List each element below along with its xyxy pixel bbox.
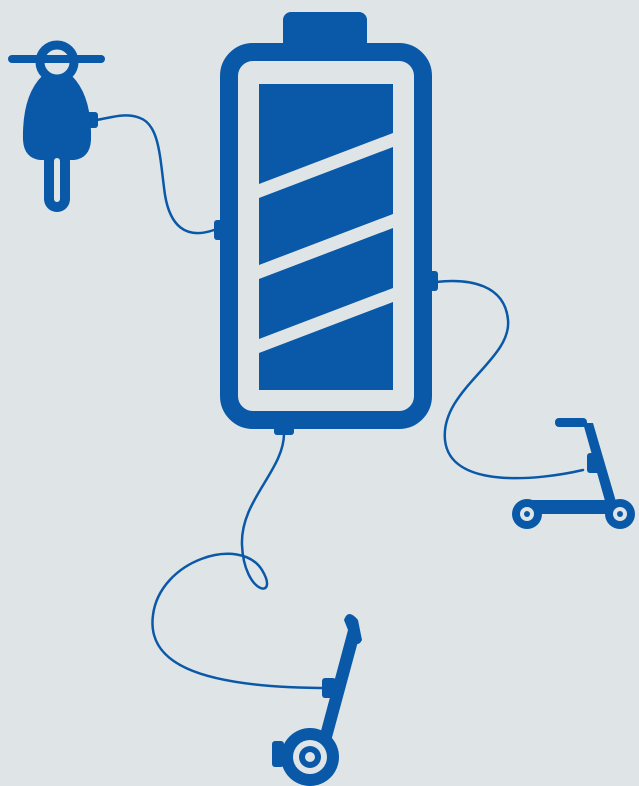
battery-port-bottom [274, 421, 294, 435]
battery-port-right [424, 271, 438, 291]
battery-port-left [214, 220, 228, 240]
